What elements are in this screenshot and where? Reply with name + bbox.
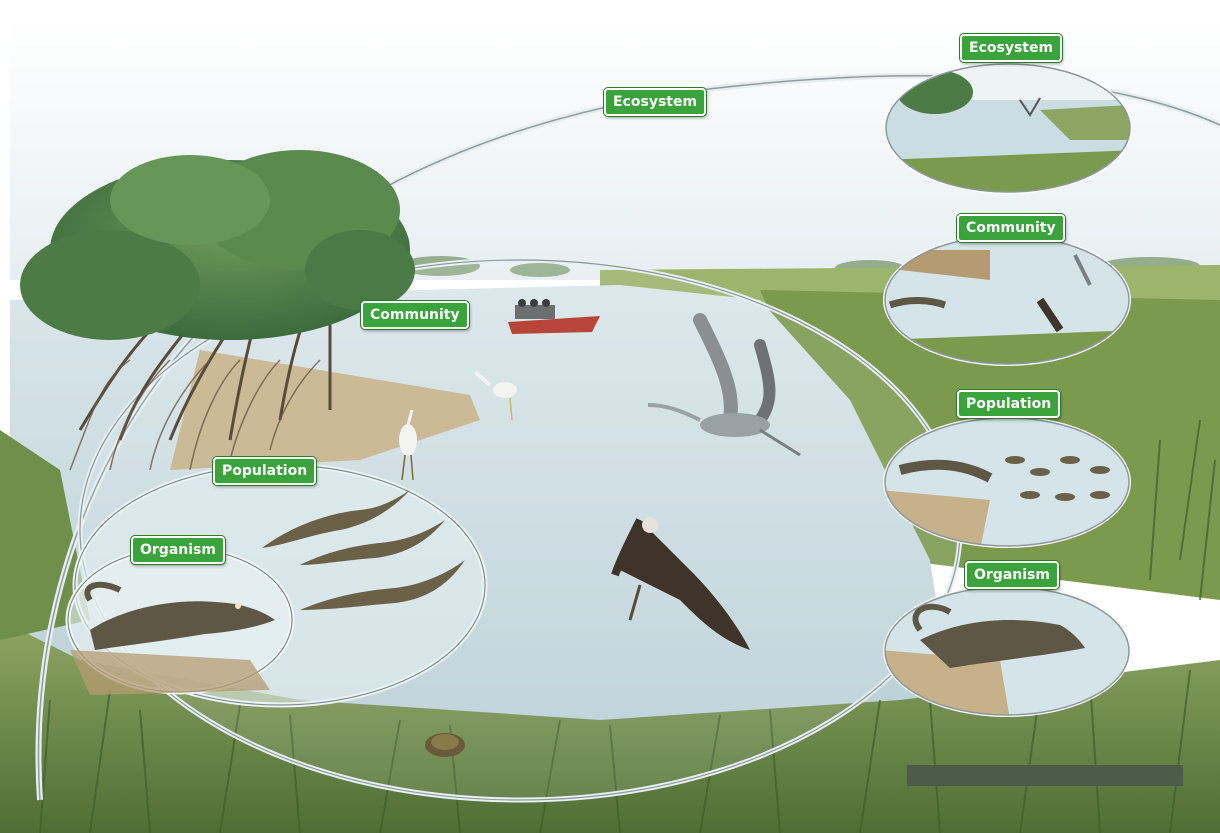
turtle-icon [425,733,465,757]
label-population-side: Population [957,390,1060,418]
label-organism-side: Organism [965,561,1059,589]
label-ecosystem-main: Ecosystem [604,88,706,116]
label-population-main: Population [213,457,316,485]
label-ecosystem-side: Ecosystem [960,34,1062,62]
caption-bar [907,765,1183,786]
label-community-main: Community [361,301,469,329]
label-organism-main: Organism [131,536,225,564]
label-community-side: Community [957,214,1065,242]
